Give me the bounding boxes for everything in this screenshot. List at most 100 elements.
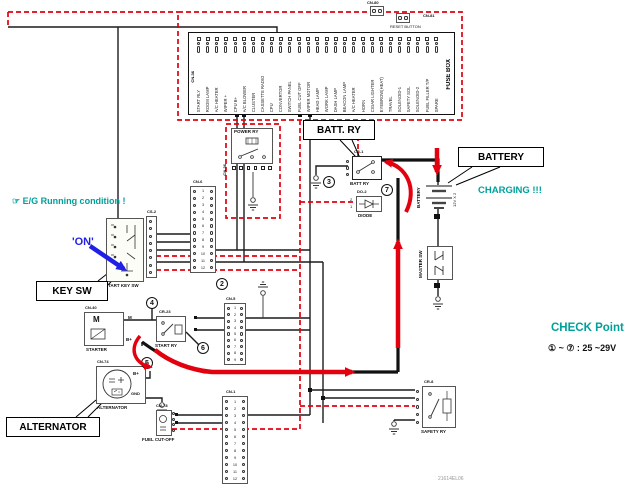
connector-pin-row: 3 <box>192 202 214 209</box>
fuse-terminal-icon <box>343 41 347 45</box>
fuse-pin-icon <box>269 37 274 41</box>
fuse-terminal-icon <box>425 41 429 45</box>
fuse-label: BEACON LAMP <box>342 81 348 112</box>
pin-icon <box>172 423 176 427</box>
pin-icon <box>416 405 420 409</box>
fuse-icon <box>251 45 255 53</box>
fuse-strip: A/C BLOWER <box>240 36 249 112</box>
alternator-terminal-b: B+ <box>133 371 139 376</box>
connector-pin-row: 8 <box>192 236 214 243</box>
alternator-label: ALTERNATOR <box>97 405 128 410</box>
pin-icon <box>241 427 245 432</box>
switch-glyph <box>434 251 444 275</box>
relay-glyph <box>356 160 375 174</box>
fuse-label: SOLENOID-2 <box>415 86 421 112</box>
fuse-pin-icon <box>287 37 292 41</box>
batt-relay-connector-label: CR-1 <box>354 149 364 154</box>
cn1-pins: 1 2 3 4 <box>224 398 246 482</box>
power-relay-connector-label: CN-36 <box>222 164 227 176</box>
fuse-icon <box>215 45 219 53</box>
fuse-icon <box>352 45 356 53</box>
connector-pin-row: 1 <box>224 398 246 405</box>
fuse-terminal-icon <box>352 41 356 45</box>
connector-pin-row: 6 <box>226 337 244 343</box>
fuse-icon <box>242 45 246 53</box>
fuse-terminal-icon <box>270 41 274 45</box>
starter-terminal-m: M <box>128 315 132 320</box>
ground-icon <box>389 421 399 435</box>
pin-number: 5 <box>233 331 237 336</box>
connector-cn6: 1 2 3 4 <box>190 186 216 273</box>
pin-icon <box>225 441 229 446</box>
fuse-strip: SPARE <box>432 36 441 112</box>
fuse-terminal-icon <box>370 41 374 45</box>
fuse-strip: FUEL FILLER T/P <box>423 36 432 112</box>
pin-icon <box>193 196 197 200</box>
alternator-connector-label: CN-74 <box>97 359 109 364</box>
connector-pin-row: 12 <box>224 475 246 482</box>
connector-pin-row: 4 <box>226 324 244 330</box>
fuse-terminal-icon <box>379 41 383 45</box>
connector-pin-row: 1 <box>226 305 244 311</box>
pin-icon <box>193 224 197 228</box>
cn6-pins: 1 2 3 4 <box>192 188 214 271</box>
fuse-icon <box>416 45 420 53</box>
pin-icon <box>416 420 420 424</box>
batt-relay-pins <box>346 158 350 178</box>
pin-icon <box>346 159 350 163</box>
connector-pin-row: 4 <box>192 209 214 216</box>
callout-batt-ry: BATT. RY <box>303 120 375 140</box>
fuel-cutoff-connector-label: CN-78 <box>156 403 168 408</box>
fuse-pin-icon <box>406 37 411 41</box>
pin-icon <box>209 217 213 221</box>
pin-icon <box>225 406 229 411</box>
pin-icon <box>225 399 229 404</box>
fuse-icon <box>370 45 374 53</box>
ground-icon <box>311 175 321 189</box>
fuse-strip: CLUSTER <box>249 36 258 112</box>
fuse-terminal-icon <box>407 41 411 45</box>
cn5-label: CN-5 <box>226 296 236 301</box>
fuse-strip: CONVERTOR <box>276 36 285 112</box>
charging-note: CHARGING !!! <box>478 185 542 196</box>
fuse-terminal-icon <box>261 41 265 45</box>
pin-icon <box>193 203 197 207</box>
pin-icon <box>239 358 243 362</box>
pin-icon <box>193 238 197 242</box>
connector-cn80 <box>370 6 384 16</box>
fuse-pin-icon <box>306 37 311 41</box>
relay-glyph <box>161 321 183 336</box>
callout-key-sw: KEY SW <box>36 281 108 301</box>
fuse-icon <box>407 45 411 53</box>
connector-pin-row: 7 <box>226 344 244 350</box>
fuse-pin-icon <box>415 37 420 41</box>
pin-number: 1 <box>233 306 237 311</box>
connector-pin-row: 11 <box>224 468 246 475</box>
connector-pin-row: 3 <box>224 412 246 419</box>
ground-icon <box>258 281 268 318</box>
pin-icon <box>346 166 350 170</box>
pin-icon <box>241 476 245 481</box>
fuse-pin-icon <box>233 37 238 41</box>
fuse-strip: WORK LAMP <box>322 36 331 112</box>
starter-motor-label: M <box>93 315 100 324</box>
fuse-strip: FUEL CUT OFF <box>295 36 304 112</box>
fuel-cutoff-label: FUEL CUT-OFF <box>142 437 175 442</box>
fuse-label: A/C HEATER <box>351 87 357 112</box>
starter-label: STARTER <box>86 347 107 352</box>
fuse-icon <box>398 45 402 53</box>
pin-icon <box>239 332 243 336</box>
pin-icon <box>239 313 243 317</box>
pin-icon <box>239 319 243 323</box>
batt-relay-label: BATT RY <box>350 181 369 186</box>
fuse-strip: SWITCH PANEL <box>285 36 294 112</box>
pin-icon <box>149 249 153 253</box>
pin-icon <box>149 227 153 231</box>
pin-icon <box>172 428 176 432</box>
fuse-terminal-icon <box>206 41 210 45</box>
fuse-pin-icon <box>278 37 283 41</box>
fuse-pin-icon <box>315 37 320 41</box>
fuse-icon <box>224 45 228 53</box>
fuse-pin-icon <box>388 37 393 41</box>
pin-number: 3 <box>201 203 205 208</box>
